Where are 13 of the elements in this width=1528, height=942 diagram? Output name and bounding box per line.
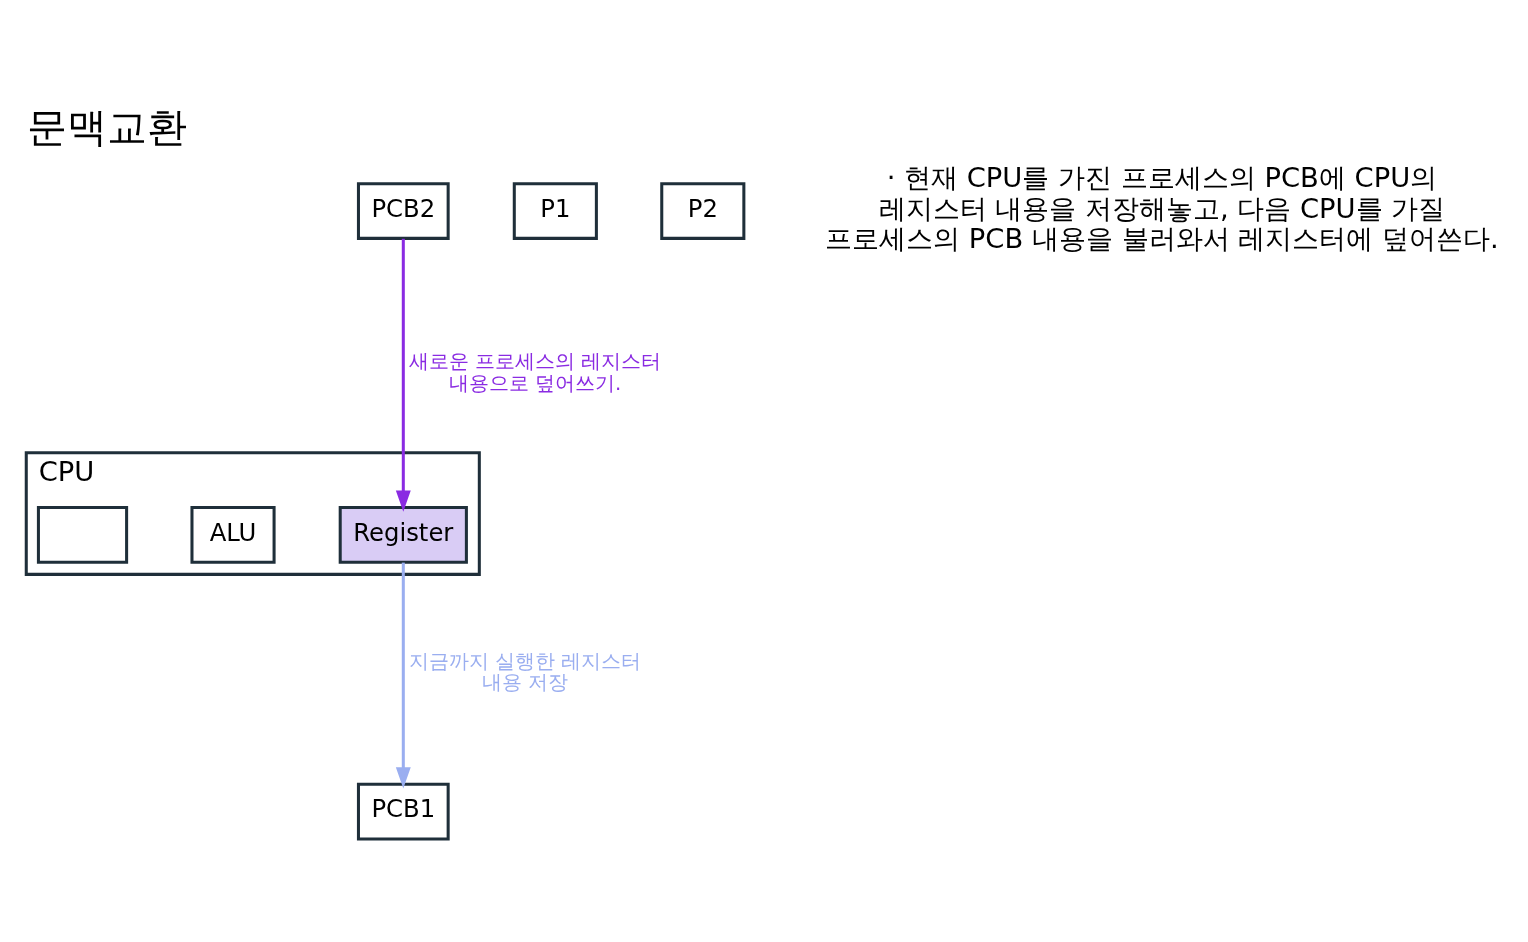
label: · 현재 CPU를 가진 프로세스의 PCB에 CPU의 레지스터 내용을 저장해놓고, 다음 CPU를 가질 프로세스의 PCB 내용을 불러와서 레지스터에 덮어쓴다. (825, 162, 1499, 255)
diagram-title: 문맥교환 (26, 103, 187, 150)
node-box: ALU (190, 505, 276, 564)
node-box: P2 (660, 182, 746, 240)
node-box: PCB2 (356, 182, 450, 240)
node-box: Register (338, 505, 468, 564)
node-box: P1 (512, 182, 598, 240)
node-box: PCB1 (356, 782, 450, 841)
edge-label: 새로운 프로세스의 레지스터 내용으로 덮어쓰기. (408, 350, 662, 395)
node-box (36, 505, 129, 564)
edge-label: 지금까지 실행한 레지스터 내용 저장 (408, 649, 642, 695)
arrow (395, 562, 411, 789)
arrow (395, 238, 411, 512)
